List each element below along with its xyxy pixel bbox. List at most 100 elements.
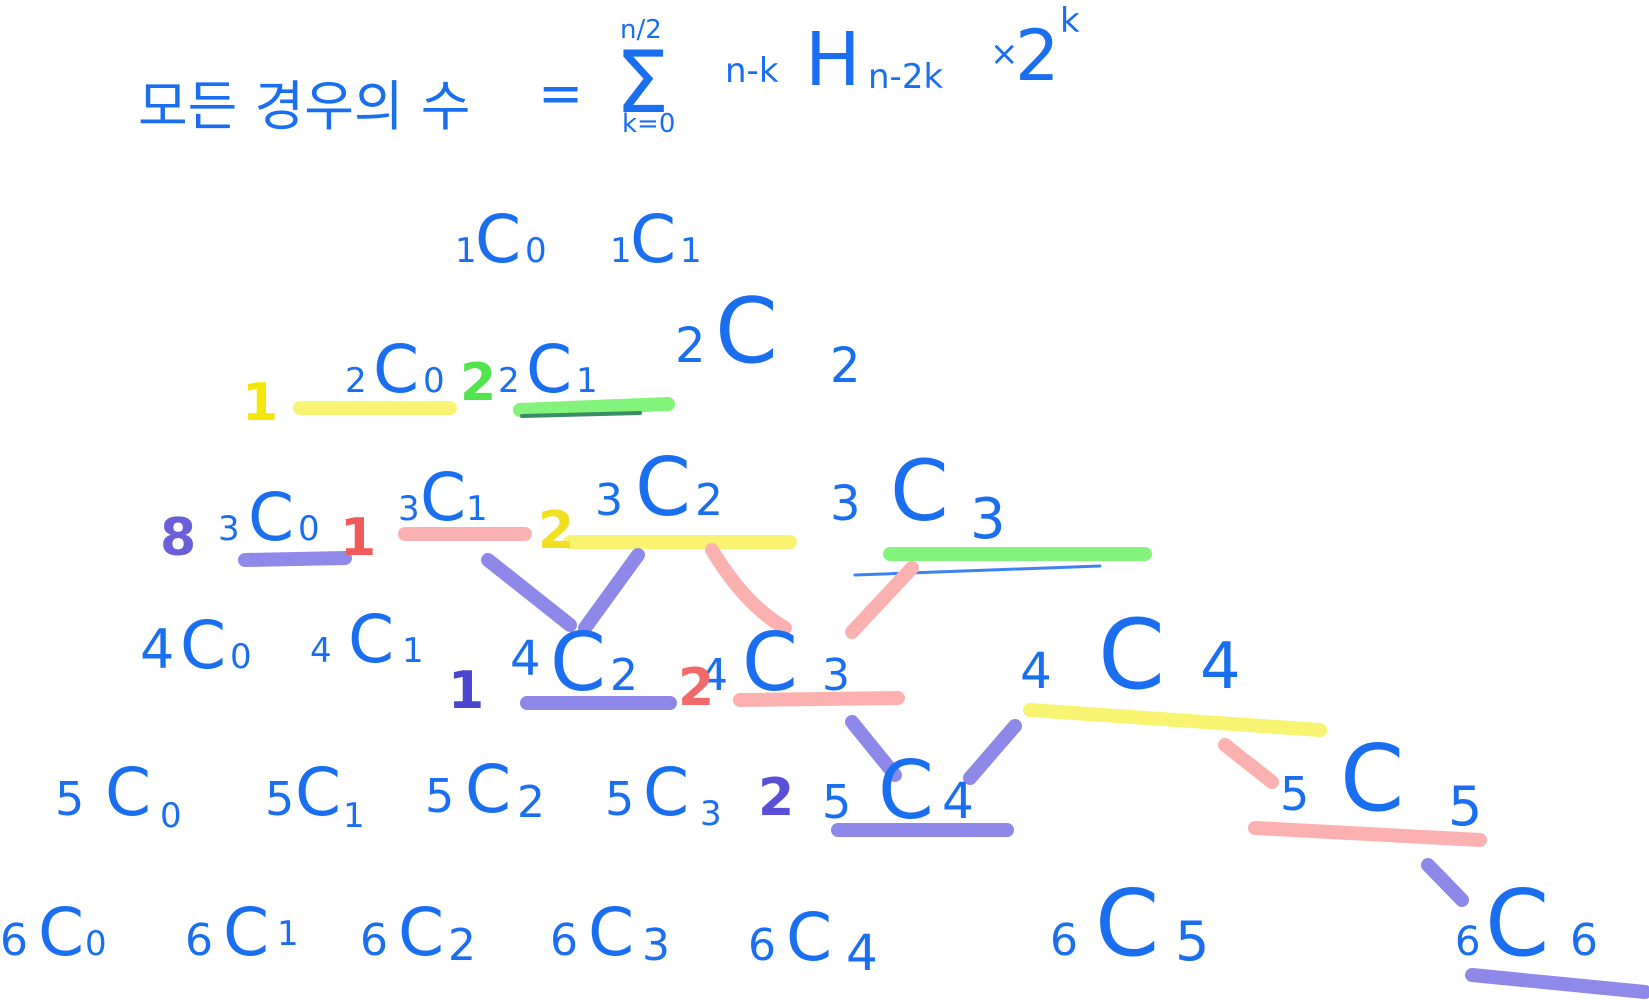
term-glyph: C [550, 616, 606, 709]
formula-h: H [805, 17, 861, 103]
term-glyph: C [890, 442, 949, 540]
term-glyph: 5 [822, 775, 851, 829]
term-glyph: 3 [822, 650, 850, 701]
marker-yellow-2: 2 [538, 501, 574, 561]
formula-sigma: Σ [615, 33, 669, 133]
term-glyph: 3 [595, 475, 623, 526]
term-glyph: 3 [700, 794, 722, 834]
formula-upper: n/2 [620, 15, 662, 45]
marker-yellow-1: 1 [242, 373, 278, 433]
term-glyph: 5 [55, 772, 84, 826]
term-glyph: C [248, 479, 294, 556]
formula-lhs: 모든 경우의 수 [138, 75, 470, 138]
term-glyph: 3 [642, 920, 670, 971]
term: 2 C 0 [345, 331, 445, 408]
term: 3 C 1 [398, 459, 488, 536]
term-glyph: 2 [695, 475, 723, 526]
formula-post: n-2k [868, 57, 943, 97]
term: 1 C 0 [455, 201, 547, 278]
term-glyph: 5 [1175, 910, 1209, 973]
term-glyph: 5 [425, 769, 454, 823]
term-glyph: 0 [85, 924, 107, 964]
term-glyph: C [643, 754, 689, 831]
term: 4 C 4 [1020, 599, 1241, 711]
term-glyph: 1 [343, 796, 365, 836]
term-glyph: C [348, 601, 394, 678]
term-glyph: C [786, 899, 832, 976]
pink-underline-4c3 [733, 691, 905, 707]
term-glyph: 4 [942, 772, 974, 830]
marker-red-1: 1 [340, 508, 376, 568]
term: 3 C 2 [595, 441, 723, 534]
term-glyph: 5 [1280, 767, 1309, 821]
term-glyph: C [878, 744, 934, 837]
term-glyph: C [742, 616, 798, 709]
marker-green-2: 2 [460, 353, 496, 413]
term-glyph: C [223, 894, 269, 971]
term-glyph: 0 [298, 509, 320, 549]
purple-diag-f [1421, 858, 1469, 907]
term-glyph: C [105, 754, 151, 831]
term: 5 C 1 [265, 754, 365, 836]
term-glyph: 4 [700, 650, 728, 701]
purple-diag-a [481, 553, 577, 632]
highlight-strokes [238, 397, 1649, 999]
term-glyph: C [1095, 870, 1159, 977]
term-glyph: 0 [423, 361, 445, 401]
term: 5 C 0 [55, 754, 182, 836]
term-glyph: 4 [510, 631, 541, 687]
marker-purple-2: 2 [758, 768, 794, 828]
term: 6 C 2 [360, 894, 476, 971]
yellow-underline-4c4 [1023, 703, 1327, 737]
term-glyph: C [588, 894, 634, 971]
term-glyph: C [180, 607, 226, 684]
term: 1 C 1 [610, 201, 702, 278]
term-glyph: 0 [525, 231, 547, 271]
formula: 모든 경우의 수 = Σ n/2 k=0 n-k H n-2k × 2 k [138, 1, 1080, 139]
pink-diag-b [845, 561, 919, 639]
term-glyph: 3 [218, 509, 240, 549]
formula-equals: = [538, 62, 583, 125]
purple-underline-6c6 [1465, 968, 1649, 999]
term-glyph: 6 [1570, 915, 1598, 966]
term-glyph: 2 [517, 777, 545, 828]
term-glyph: C [420, 459, 466, 536]
term-glyph: 2 [448, 920, 476, 971]
marker-purple-8: 8 [160, 508, 196, 568]
term: 6 C 1 [185, 894, 299, 971]
term-glyph: 2 [498, 361, 520, 401]
purple-diag-c [845, 715, 902, 782]
term: 6 C 3 [550, 894, 670, 971]
term-glyph: C [398, 894, 444, 971]
term: 6 C 6 [1455, 870, 1598, 977]
formula-pre: n-k [725, 51, 779, 91]
formula-lower: k=0 [622, 109, 675, 139]
term: 6 C 5 [1050, 870, 1209, 977]
term-glyph: 2 [830, 338, 861, 394]
term: 2 C 1 [498, 331, 598, 408]
term: 2 C 2 [675, 279, 861, 394]
purple-diag-d [963, 719, 1022, 785]
term-glyph: C [526, 331, 572, 408]
term-glyph: 6 [360, 915, 388, 966]
term-glyph: 1 [402, 631, 424, 671]
term-glyph: C [715, 279, 778, 384]
term-glyph: C [373, 331, 419, 408]
green-underline-2c1 [513, 397, 675, 417]
pink-curve-a [705, 543, 792, 635]
term: 5 C 2 [425, 751, 545, 828]
term-glyph: 0 [230, 637, 252, 677]
purple-diag-b [578, 548, 645, 635]
term-glyph: 3 [830, 476, 861, 532]
term-glyph: 0 [160, 796, 182, 836]
formula-times: × [990, 34, 1019, 74]
term: 6 C 0 [0, 894, 107, 971]
term-glyph: C [295, 754, 341, 831]
term: 6 C 4 [748, 899, 878, 982]
term-glyph: 6 [0, 915, 28, 966]
formula-exp: k [1060, 1, 1080, 41]
term: 4 C 1 [310, 601, 424, 678]
term-glyph: C [635, 441, 691, 534]
term-glyph: 2 [675, 318, 706, 374]
